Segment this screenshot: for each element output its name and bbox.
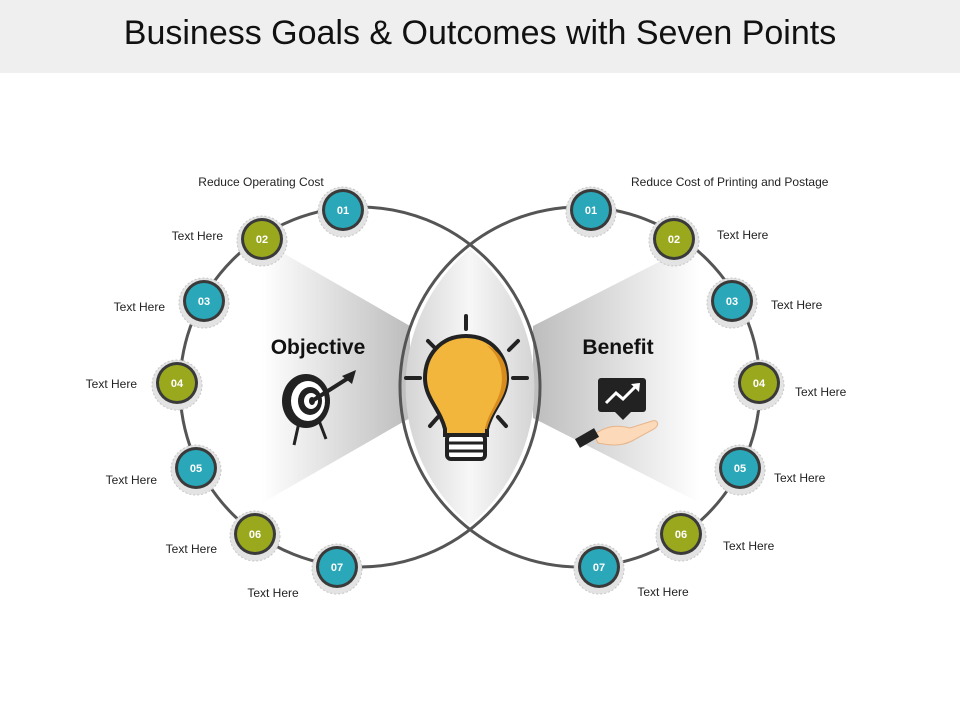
objective-badge-6: 06	[229, 510, 281, 562]
benefit-badge-6: 06	[655, 510, 707, 562]
benefit-badge-5: 05	[714, 444, 766, 496]
benefit-label-4: Text Here	[795, 385, 847, 399]
objective-badge-number-4: 04	[171, 378, 184, 390]
objective-badge-number-2: 02	[256, 234, 268, 246]
objective-badge-number-5: 05	[190, 463, 202, 475]
benefit-badge-7: 07	[573, 543, 625, 595]
benefit-badge-number-4: 04	[753, 378, 766, 390]
benefit-badge-2: 02	[648, 215, 700, 267]
benefit-badge-number-7: 07	[593, 562, 605, 574]
benefit-label-1: Reduce Cost of Printing and Postage	[631, 175, 829, 189]
point-badges: 01 02 03 04 05 06 07 01 02 03 04 05 06 07	[151, 186, 785, 595]
venn-diagram: Objective Benefit 01 02 03 04 05 06 07 01 02 03 04…	[86, 175, 847, 600]
objective-label-7: Text Here	[247, 586, 299, 600]
objective-badge-7: 07	[311, 543, 363, 595]
target-arrow-icon	[282, 370, 356, 446]
objective-label-4: Text Here	[86, 377, 138, 391]
objective-beam	[262, 241, 410, 503]
objective-badge-number-1: 01	[337, 205, 349, 217]
objective-badge-2: 02	[236, 215, 288, 267]
benefit-badge-3: 03	[706, 277, 758, 329]
objective-label-6: Text Here	[166, 542, 218, 556]
benefit-label-6: Text Here	[723, 539, 775, 553]
title-bar: Business Goals & Outcomes with Seven Poi…	[0, 0, 960, 73]
benefit-label-2: Text Here	[717, 228, 769, 242]
objective-badge-number-6: 06	[249, 529, 261, 541]
objective-badge-number-3: 03	[198, 296, 210, 308]
benefit-heading: Benefit	[582, 336, 653, 359]
objective-badge-3: 03	[178, 277, 230, 329]
benefit-label-5: Text Here	[774, 471, 826, 485]
objective-badge-number-7: 07	[331, 562, 343, 574]
page-title: Business Goals & Outcomes with Seven Poi…	[123, 14, 837, 52]
objective-badge-5: 05	[170, 444, 222, 496]
hand-growth-chart-icon	[574, 378, 659, 448]
objective-heading: Objective	[271, 336, 366, 359]
objective-label-2: Text Here	[172, 229, 224, 243]
benefit-badge-number-5: 05	[734, 463, 746, 475]
benefit-badge-4: 04	[733, 359, 785, 411]
objective-badge-1: 01	[317, 186, 369, 238]
objective-labels: Reduce Operating Cost Text Here Text Her…	[86, 175, 325, 600]
benefit-badge-1: 01	[565, 186, 617, 238]
benefit-badge-number-6: 06	[675, 529, 687, 541]
benefit-badge-number-2: 02	[668, 234, 680, 246]
objective-label-5: Text Here	[106, 473, 158, 487]
objective-label-3: Text Here	[114, 300, 166, 314]
benefit-label-7: Text Here	[637, 585, 689, 599]
benefit-badge-number-3: 03	[726, 296, 738, 308]
benefit-label-3: Text Here	[771, 298, 823, 312]
light-bulb-icon	[404, 314, 529, 461]
objective-badge-4: 04	[151, 359, 203, 411]
objective-label-1: Reduce Operating Cost	[198, 175, 324, 189]
benefit-labels: Reduce Cost of Printing and Postage Text…	[631, 175, 847, 599]
benefit-badge-number-1: 01	[585, 205, 597, 217]
benefit-beam	[533, 241, 700, 503]
